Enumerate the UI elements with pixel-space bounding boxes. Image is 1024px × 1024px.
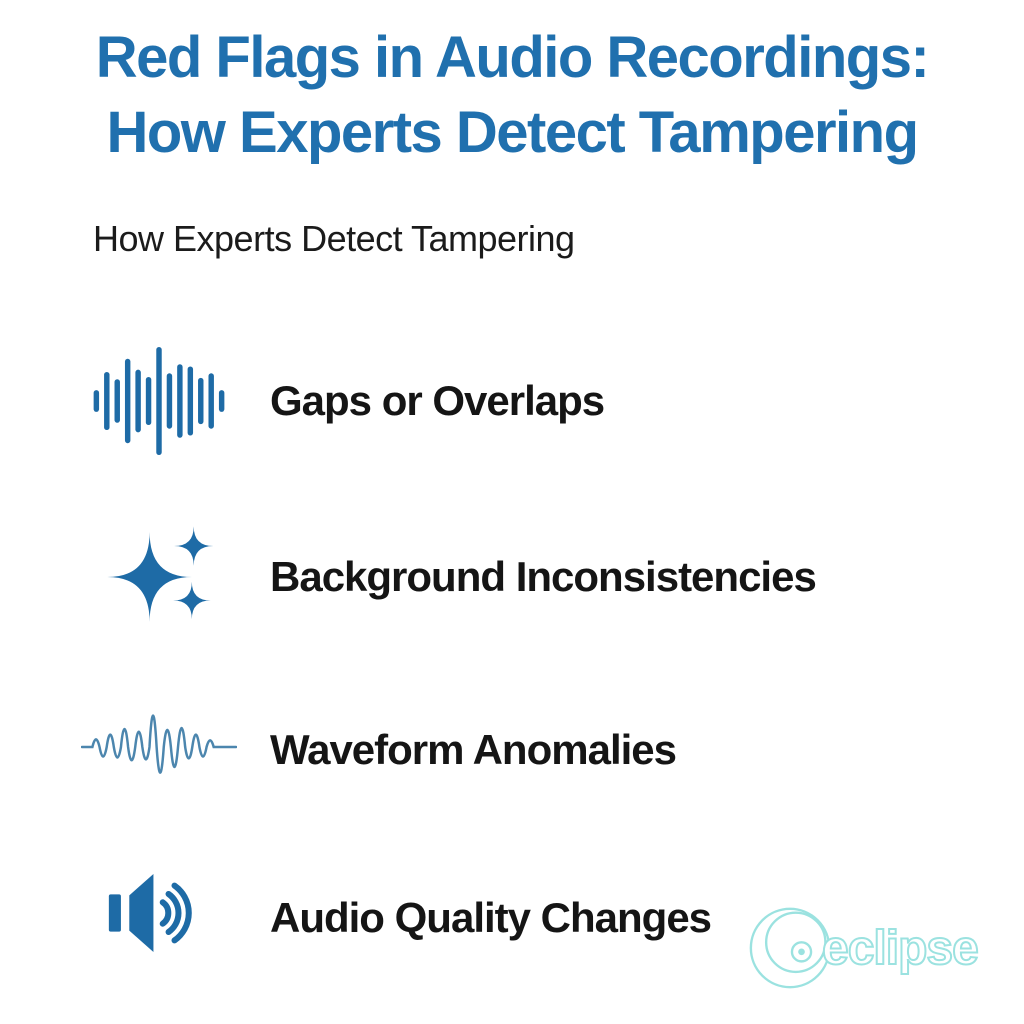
list-item: Gaps or Overlaps xyxy=(80,340,1024,462)
list-item-label: Gaps or Overlaps xyxy=(270,377,605,424)
list-item-label: Background Inconsistencies xyxy=(270,553,817,600)
waveform-line-icon xyxy=(80,714,238,783)
list-item: Waveform Anomalies xyxy=(80,690,1024,810)
brand-name: eclipse xyxy=(821,921,980,976)
title-line-1: Red Flags in Audio Recordings: xyxy=(95,25,930,90)
sparkles-icon-svg xyxy=(107,526,214,623)
subtitle: How Experts Detect Tampering xyxy=(93,218,575,259)
list-item: Background Inconsistencies xyxy=(80,514,1024,640)
title-line-2: How Experts Detect Tampering xyxy=(106,100,919,165)
speaker-volume-icon xyxy=(80,874,238,956)
audio-bars-icon-svg xyxy=(93,346,225,456)
list-item: Audio Quality Changes xyxy=(80,858,1024,978)
audio-bars-icon xyxy=(80,341,238,461)
list-item-label: Waveform Anomalies xyxy=(270,726,677,773)
brand-watermark: eclipse xyxy=(748,904,980,992)
waveform-line-icon-svg xyxy=(81,714,237,774)
page-title: Red Flags in Audio Recordings: How Expert… xyxy=(0,20,1024,170)
eclipse-logo-icon xyxy=(749,907,831,989)
sparkles-icon xyxy=(80,515,238,639)
list-item-label: Audio Quality Changes xyxy=(270,894,712,941)
speaker-volume-icon-svg xyxy=(108,874,192,952)
